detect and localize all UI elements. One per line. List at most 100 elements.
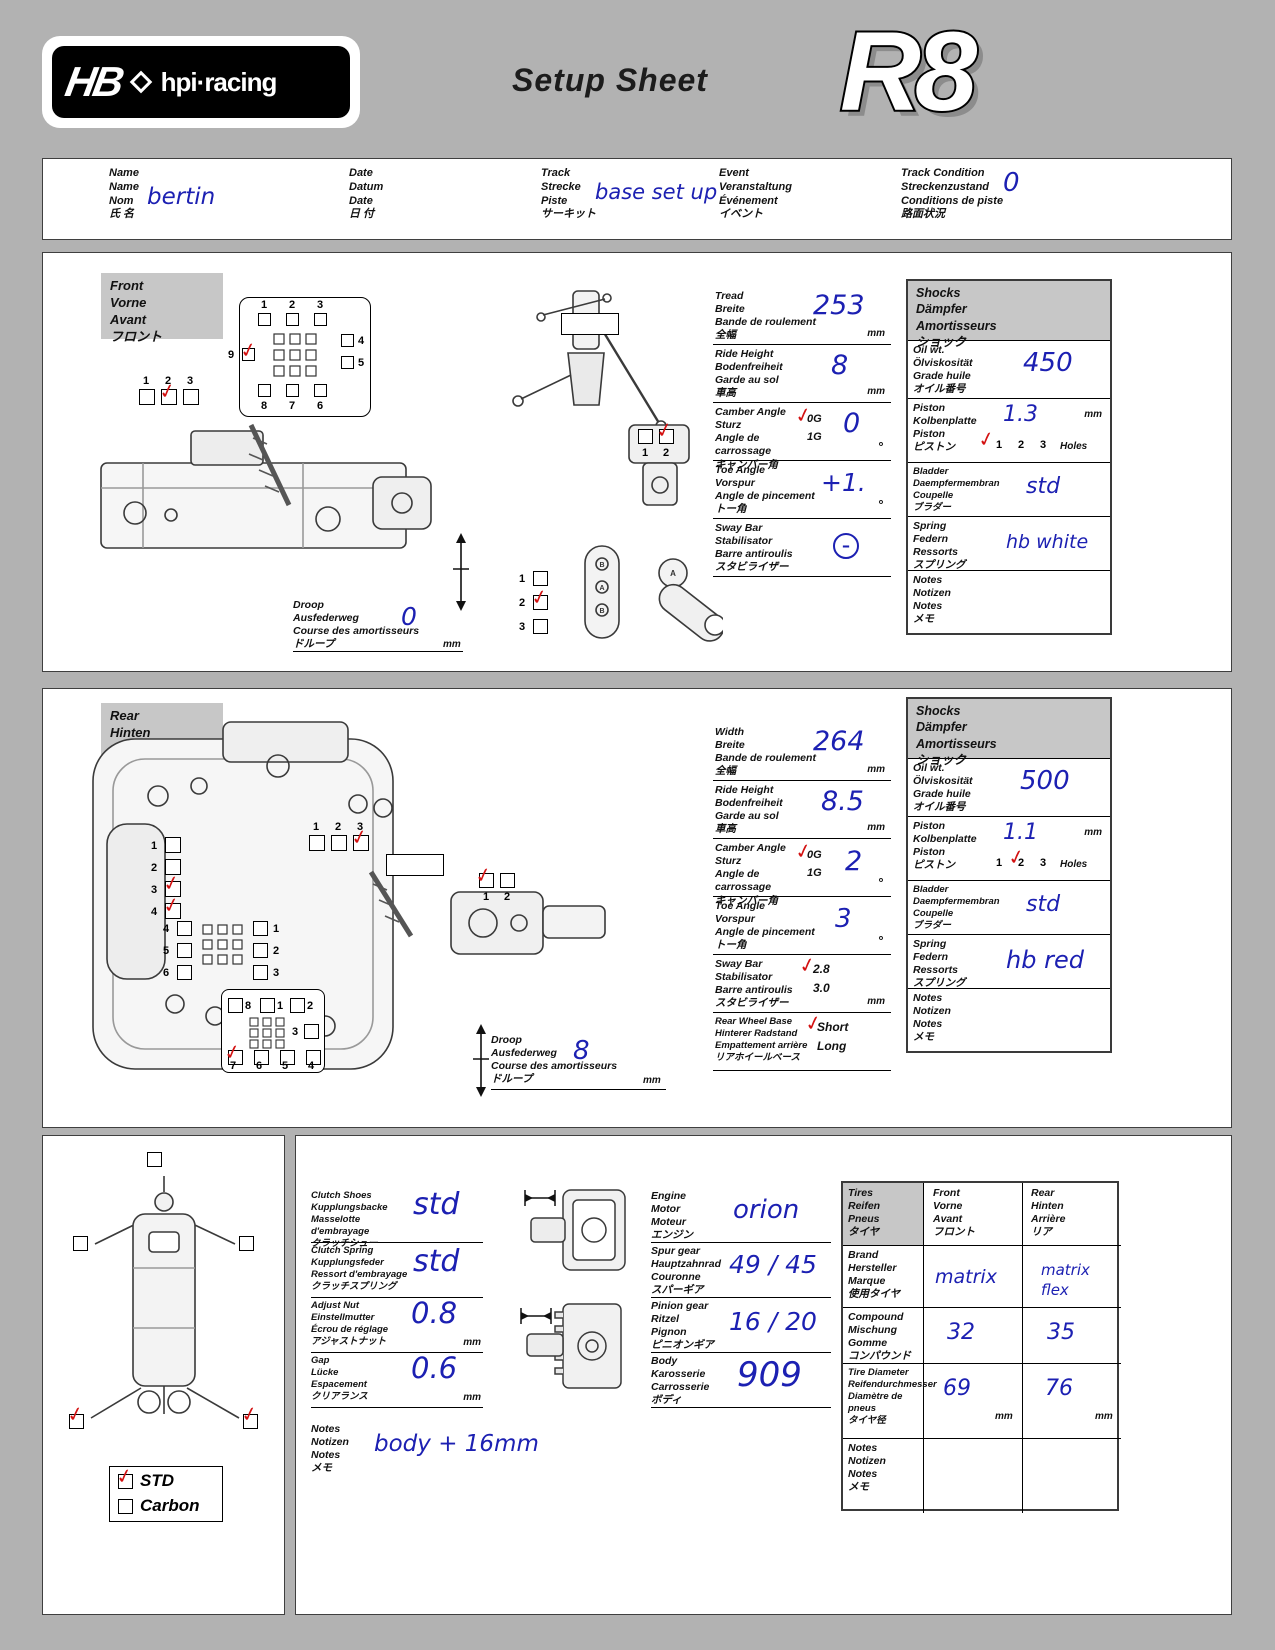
body-value[interactable]: 909	[737, 1355, 802, 1395]
front-pos-checkbox[interactable]	[183, 389, 199, 405]
grid-checkbox[interactable]	[286, 313, 299, 326]
gap-value[interactable]: 0.6	[411, 1351, 458, 1385]
front-holes-2[interactable]: 2	[1018, 439, 1025, 451]
rear-row-checkbox[interactable]	[309, 835, 325, 851]
rear-col-checkbox-selected[interactable]	[165, 903, 181, 919]
clutch-upper-left-checkbox[interactable]	[73, 1236, 88, 1251]
tire-diameter-front[interactable]: 69	[943, 1376, 971, 1401]
name-value[interactable]: bertin	[147, 184, 216, 210]
rear-col-checkbox[interactable]	[165, 859, 181, 875]
rear-col-checkbox[interactable]	[165, 837, 181, 853]
rear-width-value[interactable]: 264	[813, 726, 865, 757]
tire-brand-rear[interactable]: matrix flex	[1041, 1261, 1090, 1299]
front-pos-checkbox-selected[interactable]	[161, 389, 177, 405]
rear-right-checkbox[interactable]	[253, 943, 268, 958]
rear-col-checkbox-selected[interactable]	[165, 881, 181, 897]
grid-checkbox[interactable]	[314, 384, 327, 397]
rear-upright-checkbox[interactable]	[500, 873, 515, 888]
block-checkbox[interactable]	[228, 998, 243, 1013]
rear-piston-value[interactable]: 1.1	[1003, 820, 1038, 845]
clutch-notes-value[interactable]: body + 16mm	[374, 1431, 539, 1457]
tire-brand-front[interactable]: matrix	[935, 1266, 997, 1288]
grid-checkbox[interactable]	[341, 356, 354, 369]
front-camber-value[interactable]: 0	[843, 408, 861, 439]
rear-right-checkbox[interactable]	[253, 921, 268, 936]
tire-compound-front[interactable]: 32	[947, 1320, 975, 1345]
front-sway-checkbox[interactable]	[533, 619, 548, 634]
front-upright-checkbox[interactable]	[638, 429, 653, 444]
rear-camber-opt-1g[interactable]: 1G	[807, 867, 822, 879]
block-checkbox-selected[interactable]	[228, 1050, 243, 1065]
tire-compound-rear[interactable]: 35	[1047, 1320, 1075, 1345]
tire-diameter-rear[interactable]: 76	[1045, 1376, 1073, 1401]
front-tread-value[interactable]: 253	[813, 290, 865, 321]
spur-gear-value[interactable]: 49 / 45	[729, 1250, 817, 1279]
rear-holes-3[interactable]: 3	[1040, 857, 1047, 869]
rear-oil-value[interactable]: 500	[1020, 766, 1070, 796]
rear-holes-1[interactable]: 1	[996, 857, 1003, 869]
grid-checkbox[interactable]	[314, 313, 327, 326]
front-camber-opt-0g[interactable]: 0G	[807, 413, 822, 425]
rear-row-checkbox-selected[interactable]	[353, 835, 369, 851]
rear-ride-value[interactable]: 8.5	[821, 786, 864, 817]
clutch-spring-value[interactable]: std	[413, 1244, 460, 1279]
rear-left-checkbox[interactable]	[177, 943, 192, 958]
rear-holes-2[interactable]: 2	[1018, 857, 1025, 869]
front-upright-checkbox-selected[interactable]	[659, 429, 674, 444]
rear-row-checkbox[interactable]	[331, 835, 347, 851]
pinion-gear-value[interactable]: 16 / 20	[729, 1307, 817, 1336]
rear-upright-checkbox-selected[interactable]	[479, 873, 494, 888]
block-checkbox[interactable]	[304, 1024, 319, 1039]
engine-value[interactable]: orion	[733, 1195, 800, 1225]
rear-sway-opt-28[interactable]: 2.8	[813, 962, 830, 976]
clutch-lower-right-checkbox-selected[interactable]	[243, 1414, 258, 1429]
clutch-top-checkbox[interactable]	[147, 1152, 162, 1167]
front-dim-box[interactable]	[561, 313, 619, 335]
grid-checkbox[interactable]	[286, 384, 299, 397]
rear-dim-box[interactable]	[386, 854, 444, 876]
rear-wheelbase-short[interactable]: Short	[817, 1020, 849, 1034]
grid-checkbox[interactable]	[258, 384, 271, 397]
front-sway-none-mark[interactable]: –	[833, 533, 859, 559]
front-spring-value[interactable]: hb white	[1006, 531, 1089, 553]
front-holes-3[interactable]: 3	[1040, 439, 1047, 451]
grid-checkbox-selected[interactable]	[242, 348, 255, 361]
rear-bladder-value[interactable]: std	[1026, 892, 1061, 917]
front-sway-checkbox-selected[interactable]	[533, 595, 548, 610]
clutch-shoes-value[interactable]: std	[413, 1187, 460, 1222]
clutch-lower-left-checkbox-selected[interactable]	[69, 1414, 84, 1429]
carbon-checkbox[interactable]	[118, 1499, 133, 1514]
grid-checkbox[interactable]	[341, 334, 354, 347]
block-checkbox[interactable]	[290, 998, 305, 1013]
rear-camber-opt-0g[interactable]: 0G	[807, 849, 822, 861]
rear-camber-value[interactable]: 2	[845, 846, 863, 877]
block-checkbox[interactable]	[306, 1050, 321, 1065]
track-condition-value[interactable]: 0	[1003, 168, 1020, 198]
rear-toe-value[interactable]: 3	[835, 904, 852, 934]
clutch-upper-right-checkbox[interactable]	[239, 1236, 254, 1251]
front-oil-value[interactable]: 450	[1023, 348, 1073, 378]
front-holes-1[interactable]: 1	[996, 439, 1003, 451]
track-value[interactable]: base set up	[595, 180, 718, 204]
block-checkbox[interactable]	[280, 1050, 295, 1065]
front-piston-value[interactable]: 1.3	[1003, 402, 1038, 427]
rear-left-checkbox[interactable]	[177, 921, 192, 936]
rear-droop-value[interactable]: 8	[573, 1036, 590, 1066]
front-bladder-value[interactable]: std	[1026, 474, 1061, 499]
front-toe-value[interactable]: +1.	[821, 468, 866, 497]
front-pos-checkbox[interactable]	[139, 389, 155, 405]
adjust-nut-value[interactable]: 0.8	[411, 1296, 458, 1330]
front-ride-value[interactable]: 8	[831, 350, 849, 381]
rear-sway-opt-30[interactable]: 3.0	[813, 981, 830, 995]
front-sway-checkbox[interactable]	[533, 571, 548, 586]
block-checkbox[interactable]	[260, 998, 275, 1013]
grid-checkbox[interactable]	[258, 313, 271, 326]
rear-spring-value[interactable]: hb red	[1006, 946, 1084, 974]
front-camber-opt-1g[interactable]: 1G	[807, 431, 822, 443]
std-checkbox-selected[interactable]	[118, 1474, 133, 1489]
front-droop-value[interactable]: 0	[401, 602, 417, 631]
block-checkbox[interactable]	[254, 1050, 269, 1065]
rear-right-checkbox[interactable]	[253, 965, 268, 980]
rear-left-checkbox[interactable]	[177, 965, 192, 980]
rear-wheelbase-long[interactable]: Long	[817, 1039, 847, 1053]
